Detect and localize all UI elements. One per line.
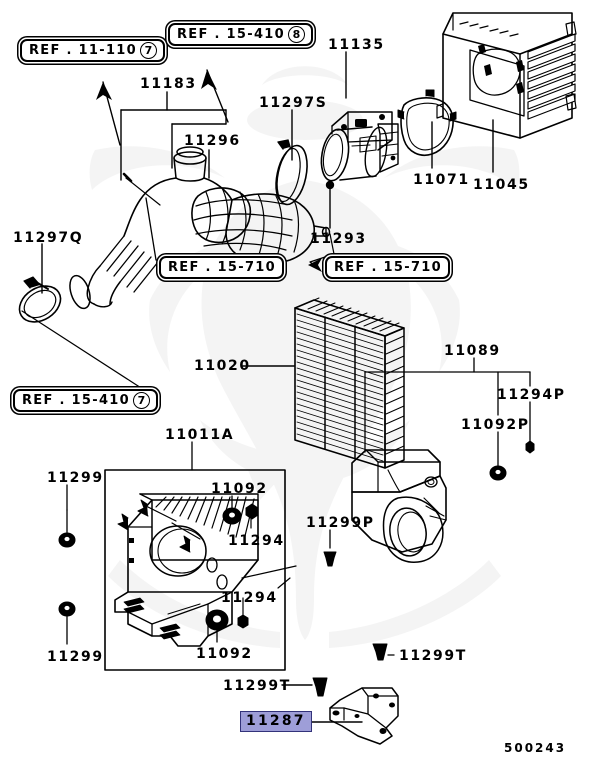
- ref-box-text: REF . 15-410: [177, 27, 285, 42]
- drawing-number: 500243: [504, 741, 567, 755]
- part-number-11071[interactable]: 11071: [413, 172, 470, 188]
- part-number-11011A[interactable]: 11011A: [165, 427, 235, 443]
- part-number-11045[interactable]: 11045: [473, 177, 530, 193]
- ref-box[interactable]: REF . 15-410 7: [13, 389, 158, 412]
- ref-box-text: REF . 15-710: [334, 260, 442, 275]
- nut-11294P: [525, 401, 535, 454]
- part-number-11092-bottom[interactable]: 11092: [196, 646, 253, 662]
- part-number-11299T-right[interactable]: 11299T: [399, 648, 467, 664]
- part-number-11294P[interactable]: 11294P: [497, 387, 566, 403]
- bolt-11299P: [323, 529, 337, 567]
- part-number-11297Q[interactable]: 11297Q: [13, 230, 84, 246]
- part-number-11297S[interactable]: 11297S: [259, 95, 328, 111]
- part-number-11294-bottom[interactable]: 11294: [221, 590, 278, 606]
- ref-box[interactable]: REF . 15-710: [325, 256, 450, 279]
- grommet-11092P: [489, 431, 507, 481]
- ref-box[interactable]: REF . 15-710: [159, 256, 284, 279]
- part-number-11299P[interactable]: 11299P: [306, 515, 375, 531]
- air-cleaner-cover-11045: [436, 12, 577, 139]
- bracket-11287: [305, 687, 399, 745]
- part-number-11183[interactable]: 11183: [140, 76, 197, 92]
- part-number-11092-top[interactable]: 11092: [211, 481, 268, 497]
- part-number-11299-top[interactable]: 11299: [47, 470, 104, 486]
- air-cleaner-element-11020: [242, 297, 405, 469]
- air-cleaner-body-box-11011A: [104, 441, 286, 671]
- bolt-11299-top: [58, 484, 76, 548]
- part-number-11299-bottom[interactable]: 11299: [47, 649, 104, 665]
- part-number-11287-selected[interactable]: 11287: [240, 711, 312, 732]
- part-number-11294-top[interactable]: 11294: [228, 533, 285, 549]
- ref-box-circle-number: 7: [139, 42, 157, 59]
- ref-box-text: REF . 11-110: [29, 43, 137, 58]
- ref-box-text: REF . 15-410: [22, 393, 130, 408]
- ref-box[interactable]: REF . 15-410 8: [168, 23, 313, 46]
- bolt-11299T-right: [372, 643, 395, 661]
- hose-clamp-11297Q: [18, 276, 153, 407]
- ref-box[interactable]: REF . 11-110 7: [20, 39, 165, 62]
- hose-clamp-11297S: [275, 139, 308, 206]
- ref-box-circle-number: 8: [287, 26, 305, 43]
- part-number-11296[interactable]: 11296: [184, 133, 241, 149]
- ref-box-text: REF . 15-710: [168, 260, 276, 275]
- part-number-11293[interactable]: 11293: [310, 231, 367, 247]
- grommet-11092-bottom: [205, 609, 229, 643]
- nut-11294-bottom: [237, 577, 291, 629]
- air-cleaner-body-11011A: [114, 493, 297, 647]
- part-number-11092P[interactable]: 11092P: [461, 417, 530, 433]
- air-flow-sensor-11135: [320, 111, 399, 182]
- part-number-11299T-bottom[interactable]: 11299T: [223, 678, 291, 694]
- nut-11294-top: [245, 503, 259, 529]
- part-number-11135[interactable]: 11135: [328, 37, 385, 53]
- resonator-duct-11089: [351, 357, 531, 563]
- air-intake-hose-11183: [69, 146, 335, 310]
- gasket-11071: [397, 89, 457, 156]
- part-number-11089[interactable]: 11089: [444, 343, 501, 359]
- grommet-11092-top: [222, 495, 242, 525]
- bolt-11299-bottom: [58, 601, 76, 645]
- ref-box-circle-number: 7: [132, 392, 150, 409]
- part-number-11020[interactable]: 11020: [194, 358, 251, 374]
- bolt-11299T-bottom: [281, 677, 328, 697]
